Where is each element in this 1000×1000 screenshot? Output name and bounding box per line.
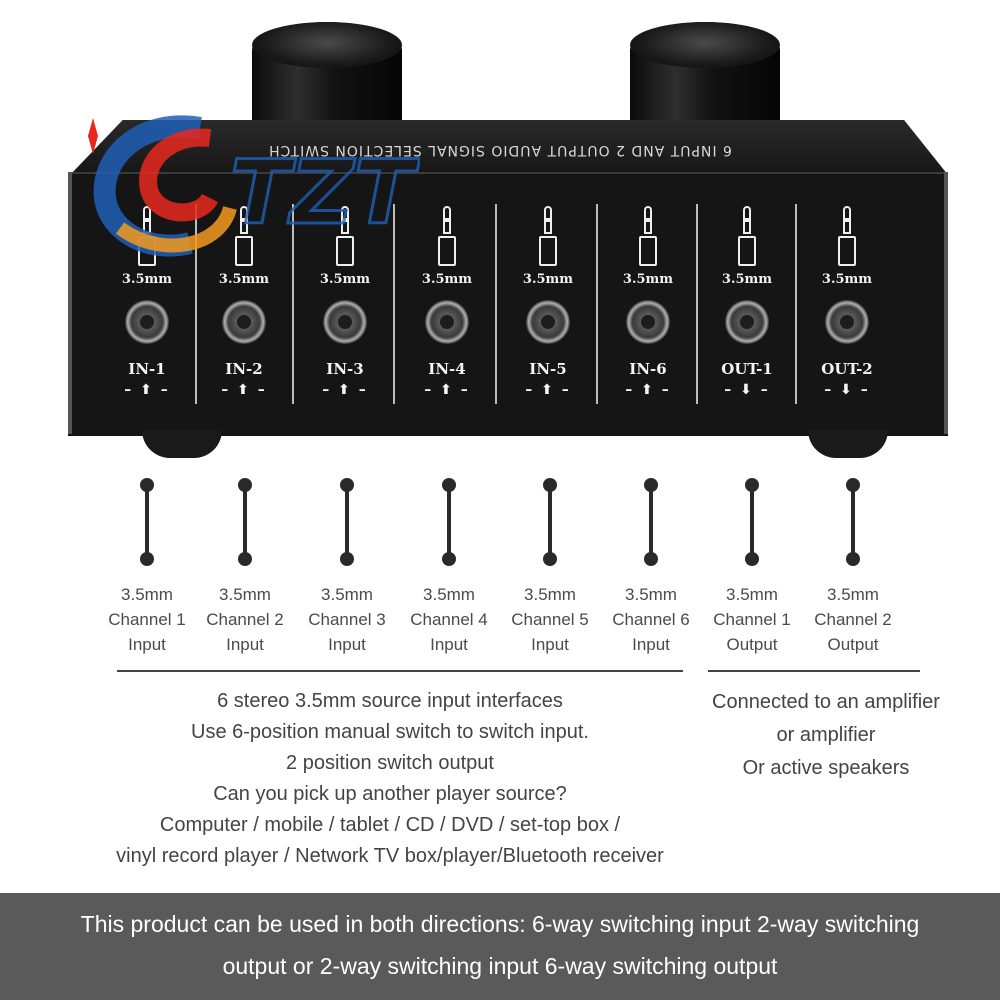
port-in-1: 3.5mm IN-1 – ⬆ – xyxy=(97,176,197,426)
plug-icon xyxy=(737,206,757,266)
input-arrow-icon: – ⬆ – xyxy=(124,382,170,398)
port-in-2: 3.5mm IN-2 – ⬆ – xyxy=(194,176,294,426)
port-label: OUT-2 xyxy=(821,360,873,378)
port-divider xyxy=(195,204,197,404)
connector-line-4 xyxy=(442,478,456,566)
audio-jack xyxy=(725,300,769,344)
port-label: IN-1 xyxy=(128,360,166,378)
product-photo: 6 INPUT AND 2 OUTPUT AUDIO SIGNAL SELECT… xyxy=(0,0,1000,460)
audio-jack xyxy=(425,300,469,344)
port-size: 3.5mm xyxy=(218,272,270,287)
port-divider xyxy=(393,204,395,404)
port-label: IN-3 xyxy=(326,360,364,378)
connector-line-7 xyxy=(745,478,759,566)
panel-edge-left xyxy=(68,172,72,434)
port-size: 3.5mm xyxy=(622,272,674,287)
port-divider xyxy=(696,204,698,404)
port-in-4: 3.5mm IN-4 – ⬆ – xyxy=(397,176,497,426)
plug-icon xyxy=(437,206,457,266)
output-description: Connected to an amplifier or amplifier O… xyxy=(712,691,940,779)
audio-jack xyxy=(125,300,169,344)
port-out-1: 3.5mm OUT-1 – ⬇ – xyxy=(697,176,797,426)
panel-edge-right xyxy=(944,172,948,434)
connector-line-5 xyxy=(543,478,557,566)
output-arrow-icon: – ⬇ – xyxy=(724,382,770,398)
plug-icon xyxy=(538,206,558,266)
port-label: IN-2 xyxy=(225,360,263,378)
output-arrow-icon: – ⬇ – xyxy=(824,382,870,398)
port-size: 3.5mm xyxy=(319,272,371,287)
audio-jack xyxy=(323,300,367,344)
plug-icon xyxy=(638,206,658,266)
footer-text: This product can be used in both directi… xyxy=(80,911,920,979)
port-divider xyxy=(795,204,797,404)
input-arrow-icon: – ⬆ – xyxy=(424,382,470,398)
input-arrow-icon: – ⬆ – xyxy=(322,382,368,398)
connector-line-3 xyxy=(340,478,354,566)
input-arrow-icon: – ⬆ – xyxy=(525,382,571,398)
rubber-foot-left xyxy=(142,430,222,458)
audio-jack xyxy=(526,300,570,344)
footer-banner: This product can be used in both directi… xyxy=(0,893,1000,1000)
port-in-6: 3.5mm IN-6 – ⬆ – xyxy=(598,176,698,426)
plug-icon xyxy=(234,206,254,266)
device-front-panel xyxy=(68,172,948,436)
port-label: IN-5 xyxy=(529,360,567,378)
port-divider xyxy=(292,204,294,404)
port-label: OUT-1 xyxy=(721,360,773,378)
port-size: 3.5mm xyxy=(721,272,773,287)
input-arrow-icon: – ⬆ – xyxy=(625,382,671,398)
port-size: 3.5mm xyxy=(421,272,473,287)
port-size: 3.5mm xyxy=(121,272,173,287)
port-out-2: 3.5mm OUT-2 – ⬇ – xyxy=(797,176,897,426)
audio-jack xyxy=(825,300,869,344)
port-divider xyxy=(495,204,497,404)
connector-line-2 xyxy=(238,478,252,566)
port-in-5: 3.5mm IN-5 – ⬆ – xyxy=(498,176,598,426)
connector-line-8 xyxy=(846,478,860,566)
port-divider xyxy=(596,204,598,404)
port-in-3: 3.5mm IN-3 – ⬆ – xyxy=(295,176,395,426)
plug-icon xyxy=(335,206,355,266)
rubber-foot-right xyxy=(808,430,888,458)
input-group-rule xyxy=(117,670,683,672)
connector-line-6 xyxy=(644,478,658,566)
connector-line-1 xyxy=(140,478,154,566)
audio-jack xyxy=(222,300,266,344)
port-label: IN-6 xyxy=(629,360,667,378)
input-arrow-icon: – ⬆ – xyxy=(221,382,267,398)
device-top-face xyxy=(70,120,948,175)
port-size: 3.5mm xyxy=(821,272,873,287)
tzt-logo: TZT xyxy=(88,115,420,257)
port-label: IN-4 xyxy=(428,360,466,378)
output-group-rule xyxy=(708,670,920,672)
input-description: 6 stereo 3.5mm source input interfaces U… xyxy=(116,690,664,867)
port-size: 3.5mm xyxy=(522,272,574,287)
audio-jack xyxy=(626,300,670,344)
logo-lettering: TZT xyxy=(230,141,420,244)
plug-icon xyxy=(837,206,857,266)
